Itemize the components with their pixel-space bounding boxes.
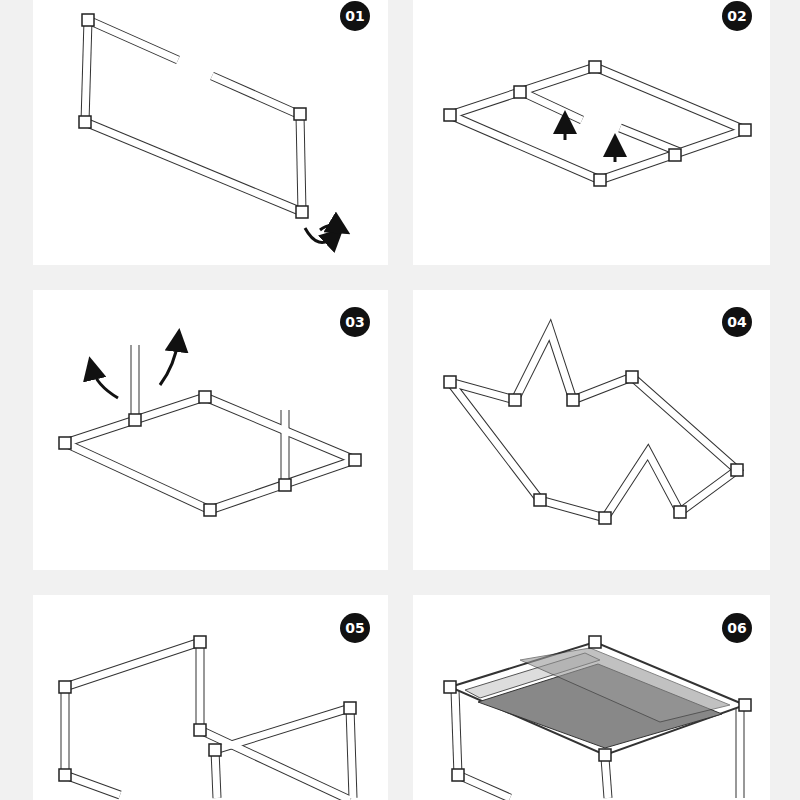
step-number: 05: [345, 621, 364, 635]
corner-connector: [59, 14, 751, 781]
step-panel: [33, 0, 770, 800]
step-badge: 02: [722, 1, 752, 31]
step-number: 03: [345, 315, 364, 329]
step-number: 06: [727, 621, 746, 635]
step-number: 01: [345, 9, 364, 23]
step-number: 02: [727, 9, 746, 23]
motion-arrow: [92, 122, 615, 398]
step-badge: 04: [722, 307, 752, 337]
step-badge: 05: [340, 613, 370, 643]
step-badge: 06: [722, 613, 752, 643]
step-number: 04: [727, 315, 746, 329]
step-badge: 03: [340, 307, 370, 337]
step-badge: 01: [340, 1, 370, 31]
